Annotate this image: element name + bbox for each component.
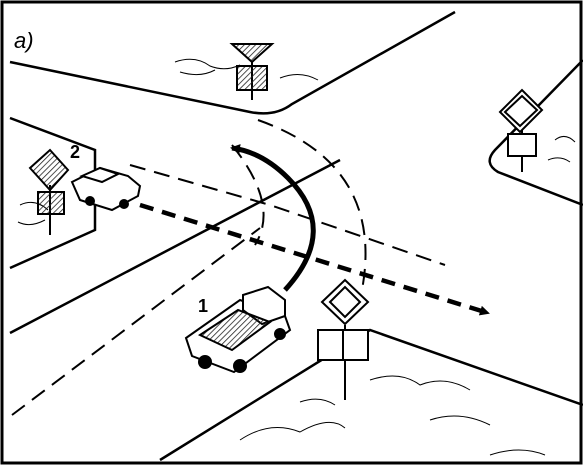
turn-guide-outer [258, 120, 366, 290]
left-turn-arrow [232, 148, 313, 290]
far-curb [10, 12, 455, 113]
car-2 [72, 168, 140, 210]
sign-left [30, 150, 68, 235]
verge-texture [18, 59, 575, 455]
sign-near [318, 280, 368, 400]
sign-far [232, 44, 272, 100]
panel-label: a) [14, 28, 34, 53]
sign-right [500, 90, 542, 172]
truck-label: 1 [198, 296, 208, 316]
road-edges [10, 12, 583, 460]
car-label: 2 [70, 142, 80, 162]
right-curb [490, 60, 583, 205]
